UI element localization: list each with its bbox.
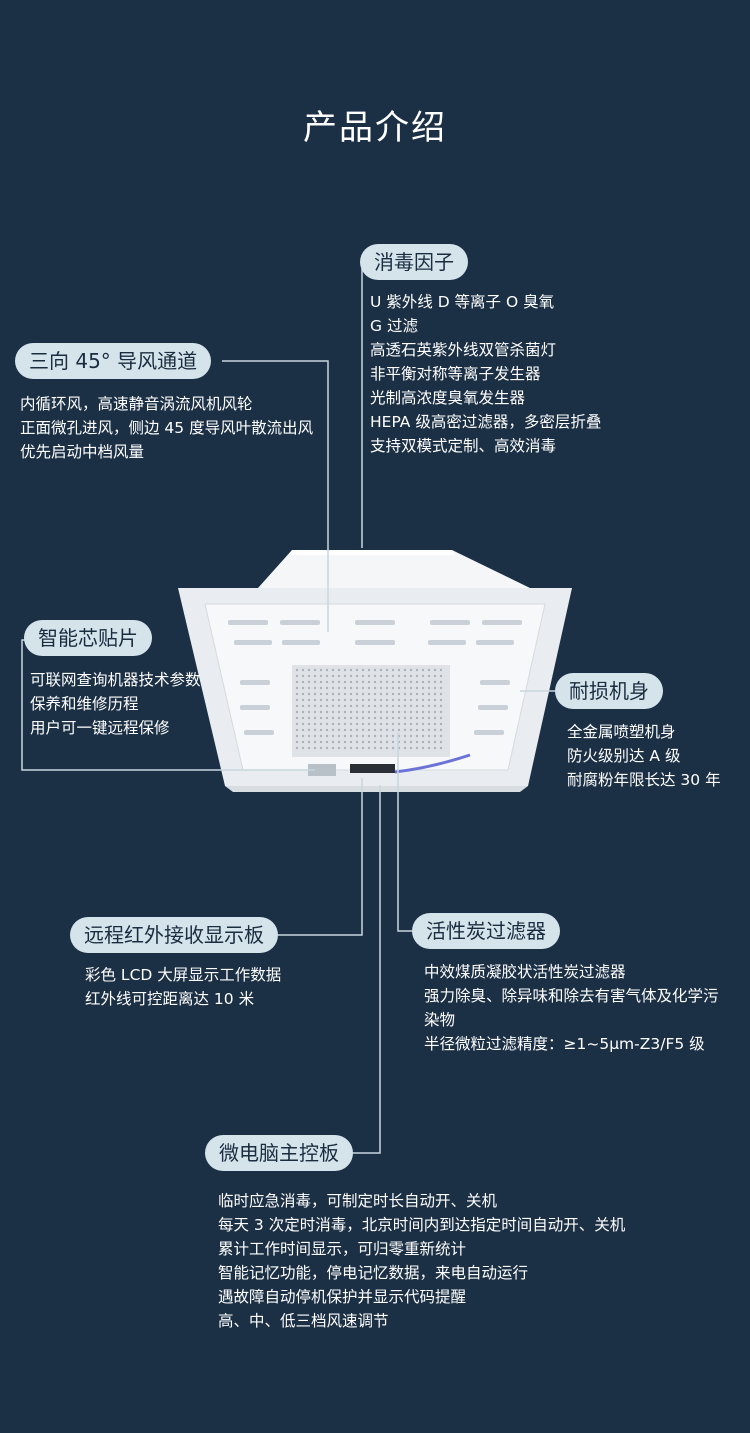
list-item: 支持双模式定制、高效消毒 [370, 437, 557, 455]
list-item: 每天 3 次定时消毒，北京时间内到达指定时间自动开、关机 [218, 1216, 626, 1234]
label-carbon-filter: 活性炭过滤器 [412, 913, 560, 949]
label-disinfection: 消毒因子 [360, 244, 468, 280]
list-item: 彩色 LCD 大屏显示工作数据 [85, 966, 282, 984]
list-item: HEPA 级高密过滤器，多密层折叠 [370, 413, 602, 431]
connector-controller [345, 785, 381, 1154]
connector-display-board [278, 778, 363, 936]
list-item: 非平衡对称等离子发生器 [370, 365, 541, 383]
list-item: 光制高浓度臭氧发生器 [370, 389, 526, 407]
list-item: G 过滤 [370, 317, 418, 335]
list-item: 高透石英紫外线双管杀菌灯 [370, 341, 557, 359]
label-body: 耐损机身 [555, 673, 663, 709]
list-item: 遇故障自动停机保护并显示代码提醒 [218, 1288, 467, 1306]
list-item: 智能记忆功能，停电记忆数据，来电自动运行 [218, 1264, 529, 1282]
list-disinfection: U 紫外线 D 等离子 O 臭氧 G 过滤 高透石英紫外线双管杀菌灯 非平衡对称… [370, 290, 601, 458]
vent-slots [228, 620, 522, 735]
list-display-board: 彩色 LCD 大屏显示工作数据 红外线可控距离达 10 米 [85, 963, 281, 1011]
label-airflow: 三向 45° 导风通道 [15, 343, 212, 379]
display-screen [350, 764, 395, 773]
list-item: 全金属喷塑机身 [567, 723, 676, 741]
list-item: 优先启动中档风量 [20, 443, 145, 461]
list-item: 保养和维修历程 [30, 695, 139, 713]
list-item: 用户可一键远程保修 [30, 719, 170, 737]
list-item: 防火级别达 A 级 [567, 747, 681, 765]
label-display-board: 远程红外接收显示板 [70, 917, 278, 953]
connector-carbon-filter [397, 733, 412, 932]
list-item: 正面微孔进风，侧边 45 度导风叶散流出风 [20, 419, 314, 437]
list-item: 半径微粒过滤精度：≥1~5μm-Z3/F5 级 [424, 1035, 705, 1053]
list-controller: 临时应急消毒，可制定时长自动开、关机 每天 3 次定时消毒，北京时间内到达指定时… [218, 1189, 625, 1333]
list-item: 高、中、低三档风速调节 [218, 1312, 389, 1330]
list-airflow: 内循环风，高速静音涡流风机风轮 正面微孔进风，侧边 45 度导风叶散流出风 优先… [20, 392, 313, 464]
perforated-grille [292, 665, 450, 757]
connector-smart-chip [21, 639, 315, 771]
list-carbon-filter: 中效煤质凝胶状活性炭过滤器 强力除臭、除异味和除去有害气体及化学污染物 半径微粒… [424, 960, 724, 1056]
list-smart-chip: 可联网查询机器技术参数 保养和维修历程 用户可一键远程保修 [30, 668, 201, 740]
list-item: 耐腐粉年限长达 30 年 [567, 771, 721, 789]
unit-top-box [258, 550, 530, 588]
product-illustration [178, 550, 572, 792]
list-item: 临时应急消毒，可制定时长自动开、关机 [218, 1192, 498, 1210]
page-title: 产品介绍 [303, 108, 447, 148]
list-item: U 紫外线 D 等离子 O 臭氧 [370, 293, 555, 311]
list-item: 可联网查询机器技术参数 [30, 671, 201, 689]
list-item: 内循环风，高速静音涡流风机风轮 [20, 395, 253, 413]
list-body: 全金属喷塑机身 防火级别达 A 级 耐腐粉年限长达 30 年 [567, 720, 721, 792]
connector-airflow [222, 360, 329, 632]
label-controller: 微电脑主控板 [205, 1135, 353, 1171]
list-item: 中效煤质凝胶状活性炭过滤器 [424, 963, 626, 981]
list-item: 强力除臭、除异味和除去有害气体及化学污染物 [424, 987, 719, 1029]
list-item: 红外线可控距离达 10 米 [85, 990, 255, 1008]
label-smart-chip: 智能芯贴片 [24, 620, 152, 656]
list-item: 累计工作时间显示，可归零重新统计 [218, 1240, 467, 1258]
connector-lines [21, 262, 555, 1154]
